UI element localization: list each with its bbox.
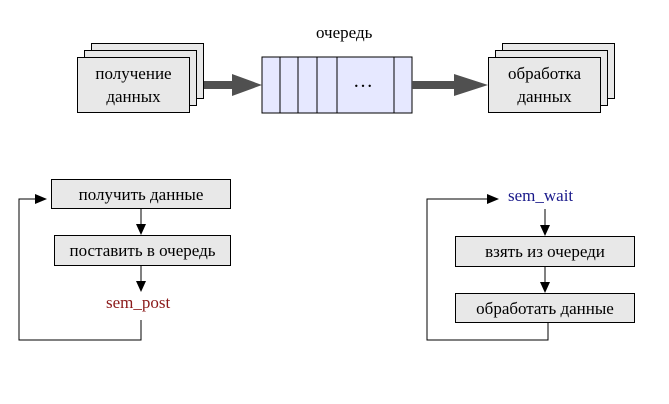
queue-title: очередь (316, 23, 373, 42)
arrowhead (136, 281, 146, 292)
producer-loop-line (18, 198, 142, 341)
producer-step-get-data: получить данные (51, 179, 231, 209)
consumer-step-process: обработать данные (455, 293, 635, 323)
arrowhead (540, 282, 550, 293)
queue-ellipsis: … (353, 70, 373, 92)
arrowhead (487, 194, 499, 204)
consumer-step-dequeue: взять из очереди (455, 236, 635, 267)
sink-label: обработка данных (507, 64, 582, 106)
sem-post-label: sem_post (106, 293, 171, 312)
source-box: получение данных (77, 57, 190, 113)
queue (261, 56, 413, 114)
sem-wait-label: sem_wait (508, 186, 574, 205)
arrowhead (136, 224, 146, 235)
consumer-step1-label: взять из очереди (485, 242, 605, 261)
consumer-loop-line (426, 198, 549, 341)
producer-step-enqueue: поставить в очередь (54, 235, 231, 266)
arrowhead (540, 225, 550, 236)
arrowhead (35, 194, 47, 204)
source-to-queue-arrow (190, 74, 262, 96)
sink-box: обработка данных (488, 57, 601, 113)
producer-step1-label: получить данные (78, 184, 204, 204)
consumer-flow (426, 194, 550, 341)
consumer-step2-label: обработать данные (476, 298, 614, 318)
queue-to-sink-arrow (412, 74, 488, 96)
producer-step2-label: поставить в очередь (69, 241, 216, 260)
source-label: получение данных (95, 64, 172, 106)
producer-flow (18, 194, 146, 341)
